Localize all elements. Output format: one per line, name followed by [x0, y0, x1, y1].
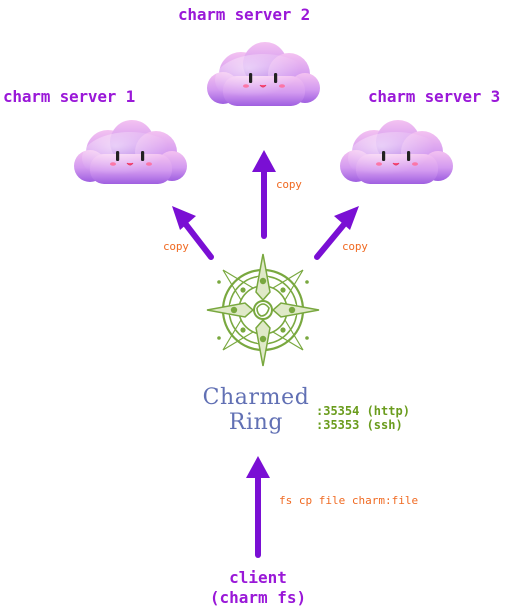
- copy-label-left: copy: [163, 240, 189, 253]
- client-label-line-1: client: [229, 568, 287, 587]
- copy-label-right: copy: [342, 240, 368, 253]
- ring-title-line-2: Ring: [228, 410, 284, 435]
- server-2-label: charm server 2: [178, 5, 311, 24]
- copy-arrow-right: [314, 206, 359, 260]
- magic-circle-icon: [206, 253, 320, 367]
- client-upload-arrow: [246, 456, 270, 558]
- server-1-label: charm server 1: [3, 87, 136, 106]
- ports-block: :35354 (http) :35353 (ssh): [316, 404, 410, 432]
- port-ssh-label: :35353 (ssh): [316, 418, 403, 432]
- client-label: client (charm fs): [188, 568, 328, 608]
- copy-arrow-center: [252, 150, 276, 239]
- copy-label-center: copy: [276, 178, 302, 191]
- cloud-icon: [206, 41, 321, 107]
- copy-arrow-left: [172, 206, 214, 260]
- cloud-icon: [339, 119, 454, 185]
- client-label-line-2: (charm fs): [209, 588, 307, 607]
- server-3-label: charm server 3: [368, 87, 501, 106]
- command-label: fs cp file charm:file: [279, 494, 419, 507]
- port-http-label: :35354 (http): [316, 404, 410, 418]
- ring-title-line-1: Charmed: [202, 385, 310, 410]
- cloud-icon: [73, 119, 188, 185]
- ring-title: Charmed Ring: [196, 385, 316, 435]
